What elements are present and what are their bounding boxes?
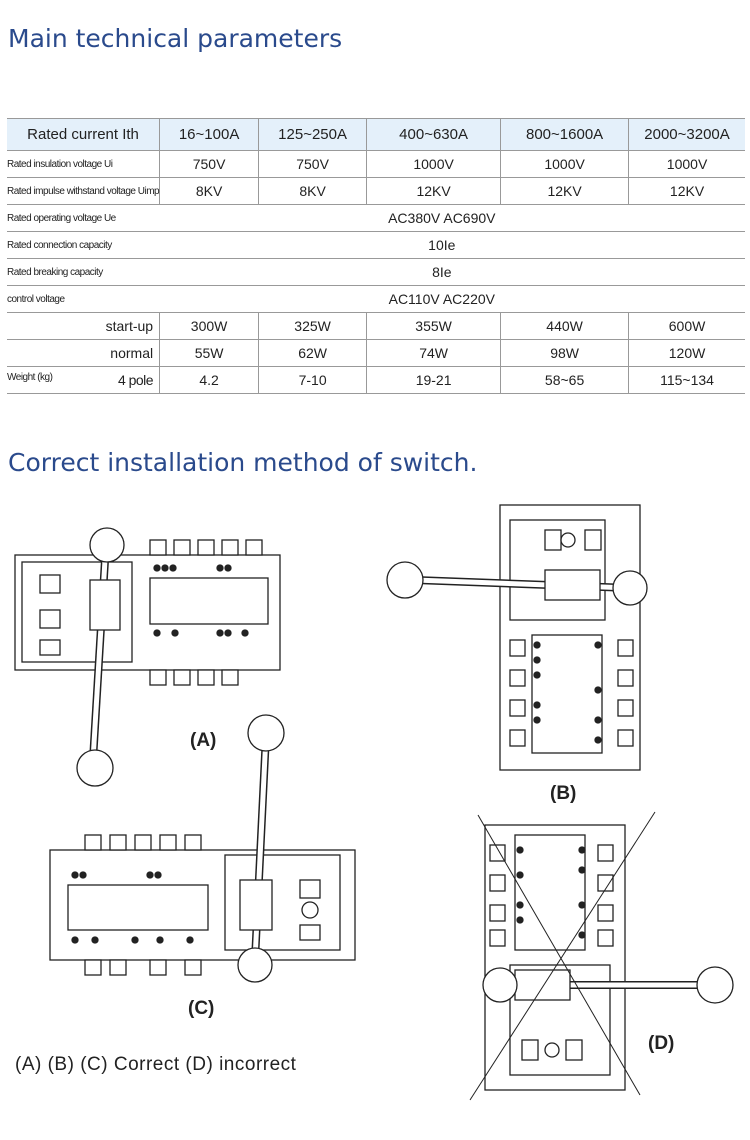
row-label: Rated insulation voltage Ui xyxy=(7,150,160,178)
cell: 300W xyxy=(159,312,259,340)
cell: 8KV xyxy=(258,177,367,205)
header-cell: 800~1600A xyxy=(500,118,629,151)
cell: 8KV xyxy=(159,177,259,205)
section-title-parameters: Main technical parameters xyxy=(8,24,343,53)
figure-label-c: (C) xyxy=(188,998,215,1019)
cell: 1000V xyxy=(628,150,745,178)
cell: 7-10 xyxy=(258,366,367,394)
cell: 600W xyxy=(628,312,745,340)
table-row: Rated operating voltage Ue AC380V AC690V xyxy=(7,204,745,232)
cell: 12KV xyxy=(500,177,629,205)
row-label: normal xyxy=(7,339,160,367)
cell: 4.2 xyxy=(159,366,259,394)
switch-diagram-c xyxy=(49,714,356,983)
cell: AC110V AC220V xyxy=(258,285,745,313)
cell: 1000V xyxy=(500,150,629,178)
cell: 74W xyxy=(366,339,501,367)
row-sublabel: 4 pole xyxy=(117,372,154,388)
switch-diagram-a xyxy=(14,527,281,787)
figure-label-d: (D) xyxy=(648,1033,675,1054)
cell: 10Ie xyxy=(258,231,745,259)
header-cell: 16~100A xyxy=(159,118,259,151)
figure-label-b: (B) xyxy=(550,783,577,804)
cell: 355W xyxy=(366,312,501,340)
cell: 115~134 xyxy=(628,366,745,394)
table-row: Rated impulse withstand voltage Uimp 8KV… xyxy=(7,177,745,205)
row-label: Rated impulse withstand voltage Uimp xyxy=(7,177,160,205)
switch-diagram-d xyxy=(469,811,734,1101)
cell: 440W xyxy=(500,312,629,340)
row-label: control voltage xyxy=(7,285,160,313)
installation-diagrams xyxy=(14,504,734,1101)
figure-label-a: (A) xyxy=(190,730,217,751)
row-label: Rated connection capacity xyxy=(7,231,160,259)
row-label: Rated operating voltage Ue xyxy=(7,204,160,232)
table-row: Rated breaking capacity 8Ie xyxy=(7,258,745,286)
cell: 55W xyxy=(159,339,259,367)
cell: 62W xyxy=(258,339,367,367)
cell: 12KV xyxy=(366,177,501,205)
cell: 8Ie xyxy=(258,258,745,286)
table-row: Rated connection capacity 10Ie xyxy=(7,231,745,259)
cell: 120W xyxy=(628,339,745,367)
table-row: normal 55W 62W 74W 98W 120W xyxy=(7,339,745,367)
header-cell: 125~250A xyxy=(258,118,367,151)
cell: 325W xyxy=(258,312,367,340)
cell: 12KV xyxy=(628,177,745,205)
cell: 19-21 xyxy=(366,366,501,394)
switch-diagram-b xyxy=(386,504,648,771)
cell: AC380V AC690V xyxy=(258,204,745,232)
installation-caption: (A) (B) (C) Correct (D) incorrect xyxy=(15,1054,297,1075)
cell: 98W xyxy=(500,339,629,367)
cell: 750V xyxy=(258,150,367,178)
row-label: Rated breaking capacity xyxy=(7,258,160,286)
cell: 750V xyxy=(159,150,259,178)
table-row: Rated insulation voltage Ui 750V 750V 10… xyxy=(7,150,745,178)
section-title-installation: Correct installation method of switch. xyxy=(8,448,478,477)
cell: 58~65 xyxy=(500,366,629,394)
table-header-row: Rated current Ith 16~100A 125~250A 400~6… xyxy=(7,118,745,151)
header-cell: 400~630A xyxy=(366,118,501,151)
parameters-table: Rated current Ith 16~100A 125~250A 400~6… xyxy=(7,118,745,394)
row-label: Weight (kg) xyxy=(7,372,53,383)
header-cell: 2000~3200A xyxy=(628,118,745,151)
header-cell: Rated current Ith xyxy=(7,118,160,151)
table-row: control voltage AC110V AC220V xyxy=(7,285,745,313)
row-label: start-up xyxy=(7,312,160,340)
table-row: start-up 300W 325W 355W 440W 600W xyxy=(7,312,745,340)
table-row: Weight (kg) 4 pole 4.2 7-10 19-21 58~65 1… xyxy=(7,366,745,394)
cell: 1000V xyxy=(366,150,501,178)
